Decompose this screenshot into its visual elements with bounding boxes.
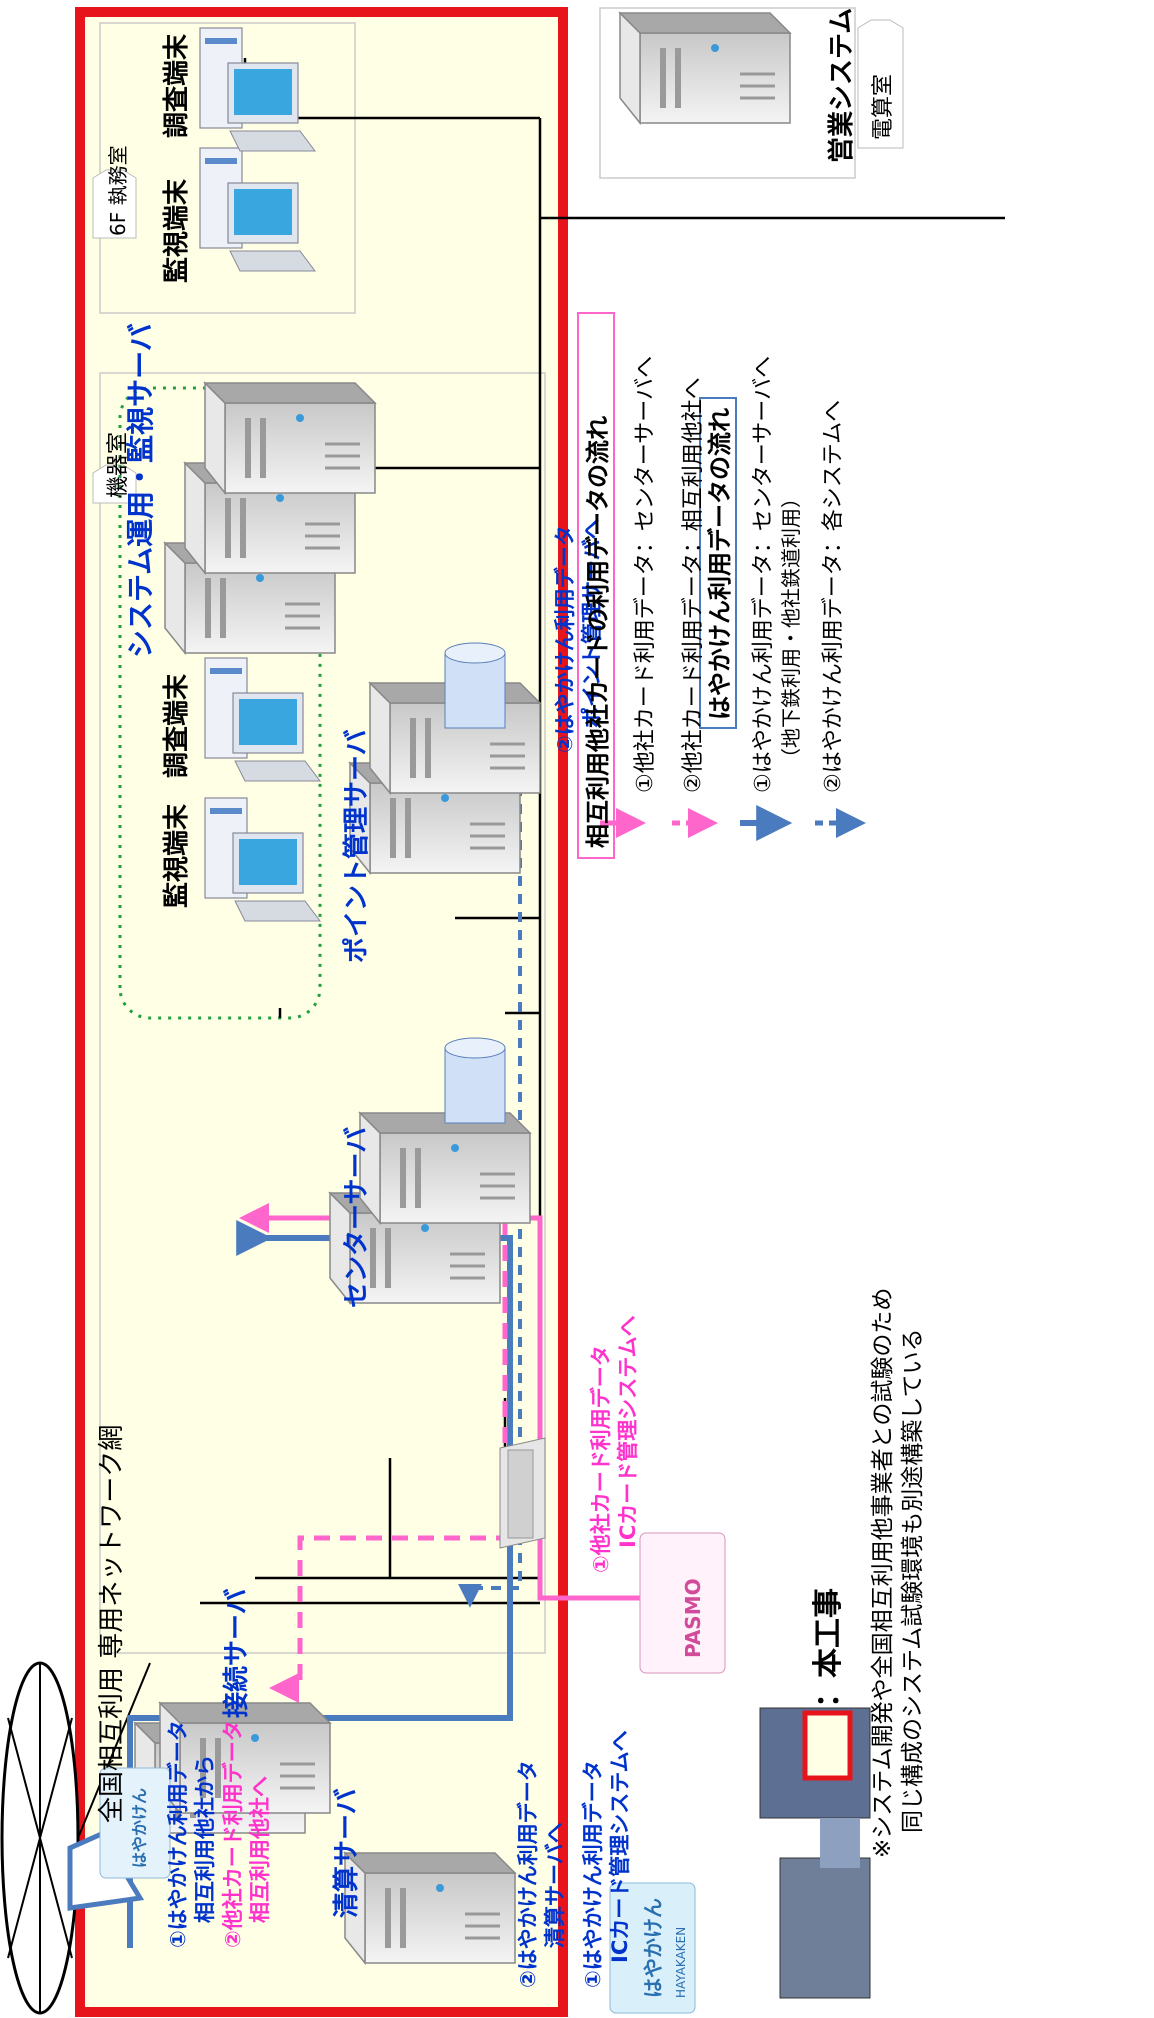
network-switch-icon [500, 1438, 545, 1548]
network-cloud-icon [2, 1663, 78, 2013]
this-work-frame [80, 12, 563, 2012]
room-label-6f: 6F 執務室 [106, 145, 130, 236]
room-label-computing: 電算室 [871, 74, 896, 140]
label-inspect-terminal: 調査端末 [161, 673, 192, 778]
note-line-2: 同じ構成のシステム試験環境も別途構築している [900, 1328, 926, 1833]
legend-this-work: ：本工事 [811, 1588, 846, 1708]
label-monitor-terminal-6f: 監視端末 [161, 178, 192, 283]
label-system-ops-server: システム運用・監視サーバ [124, 323, 157, 658]
flow5-line2: ICカード管理システムへ [616, 1315, 640, 1548]
network-label: 全国相互利用 専用ネットワーク網 [97, 1425, 127, 1823]
legend-haya-2: ②はやかけん利用データ：各システムへ [821, 400, 846, 793]
flow2-line2: 相互利用他社へ [248, 1776, 272, 1923]
legend-other-2: ②他社カード利用データ：相互利用他社へ [681, 377, 706, 793]
center-db-icon [445, 1038, 505, 1123]
flow4-line1: ①はやかけん利用データ [581, 1760, 605, 1988]
note-line-1: ※システム開発や全国相互利用他事業者との試験のため [870, 1288, 896, 1858]
flow5-line1: ①他社カード利用データ [589, 1345, 613, 1573]
card-hayakaken2-text: はやかけん [641, 1898, 665, 1998]
label-center-server: センターサーバ [342, 1127, 372, 1308]
flow6-line1: ②はやかけん利用データ [553, 525, 577, 753]
flow1-line1: ①はやかけん利用データ [166, 1720, 190, 1948]
label-business-system: 営業システム [827, 8, 857, 163]
label-inspect-terminal-6f: 調査端末 [161, 33, 192, 138]
flow4-line2: ICカード管理システムへ [608, 1730, 632, 1963]
label-point-server: ポイント管理サーバ [341, 729, 372, 963]
card-pasmo-text: PASMO [681, 1578, 705, 1658]
label-monitor-terminal: 監視端末 [161, 803, 192, 908]
label-connection-server: 接続サーバ [221, 1588, 252, 1718]
flow1-line2: 相互利用他社から [193, 1755, 217, 1923]
business-system-server-icon [620, 13, 790, 123]
legend-title-other: 相互利用他社カードの利用データの流れ [584, 416, 612, 848]
flow3-line1: ②はやかけん利用データ [516, 1760, 540, 1988]
label-settlement-server: 清算サーバ [331, 1788, 362, 1918]
flow2-line1: ②他社カード利用データ [221, 1720, 245, 1948]
point-db-icon [445, 643, 505, 728]
legend-haya-1a: ①はやかけん利用データ：センターサーバへ [751, 356, 776, 793]
card-hayakaken2-sub: HAYAKAKEN [674, 1927, 688, 1998]
settlement-server-icon [345, 1853, 515, 1963]
flow3-line2: 清算サーバへ [543, 1822, 567, 1948]
this-work-legend-box [805, 1713, 850, 1778]
card-hayakaken-text: はやかけん [130, 1788, 149, 1868]
legend-other-1: ①他社カード利用データ：センターサーバへ [633, 356, 658, 793]
legend-haya-1b: （地下鉄利用・他社鉄道利用） [779, 488, 803, 768]
legend-title-hayakaken: はやかけん利用データの流れ [706, 408, 734, 720]
